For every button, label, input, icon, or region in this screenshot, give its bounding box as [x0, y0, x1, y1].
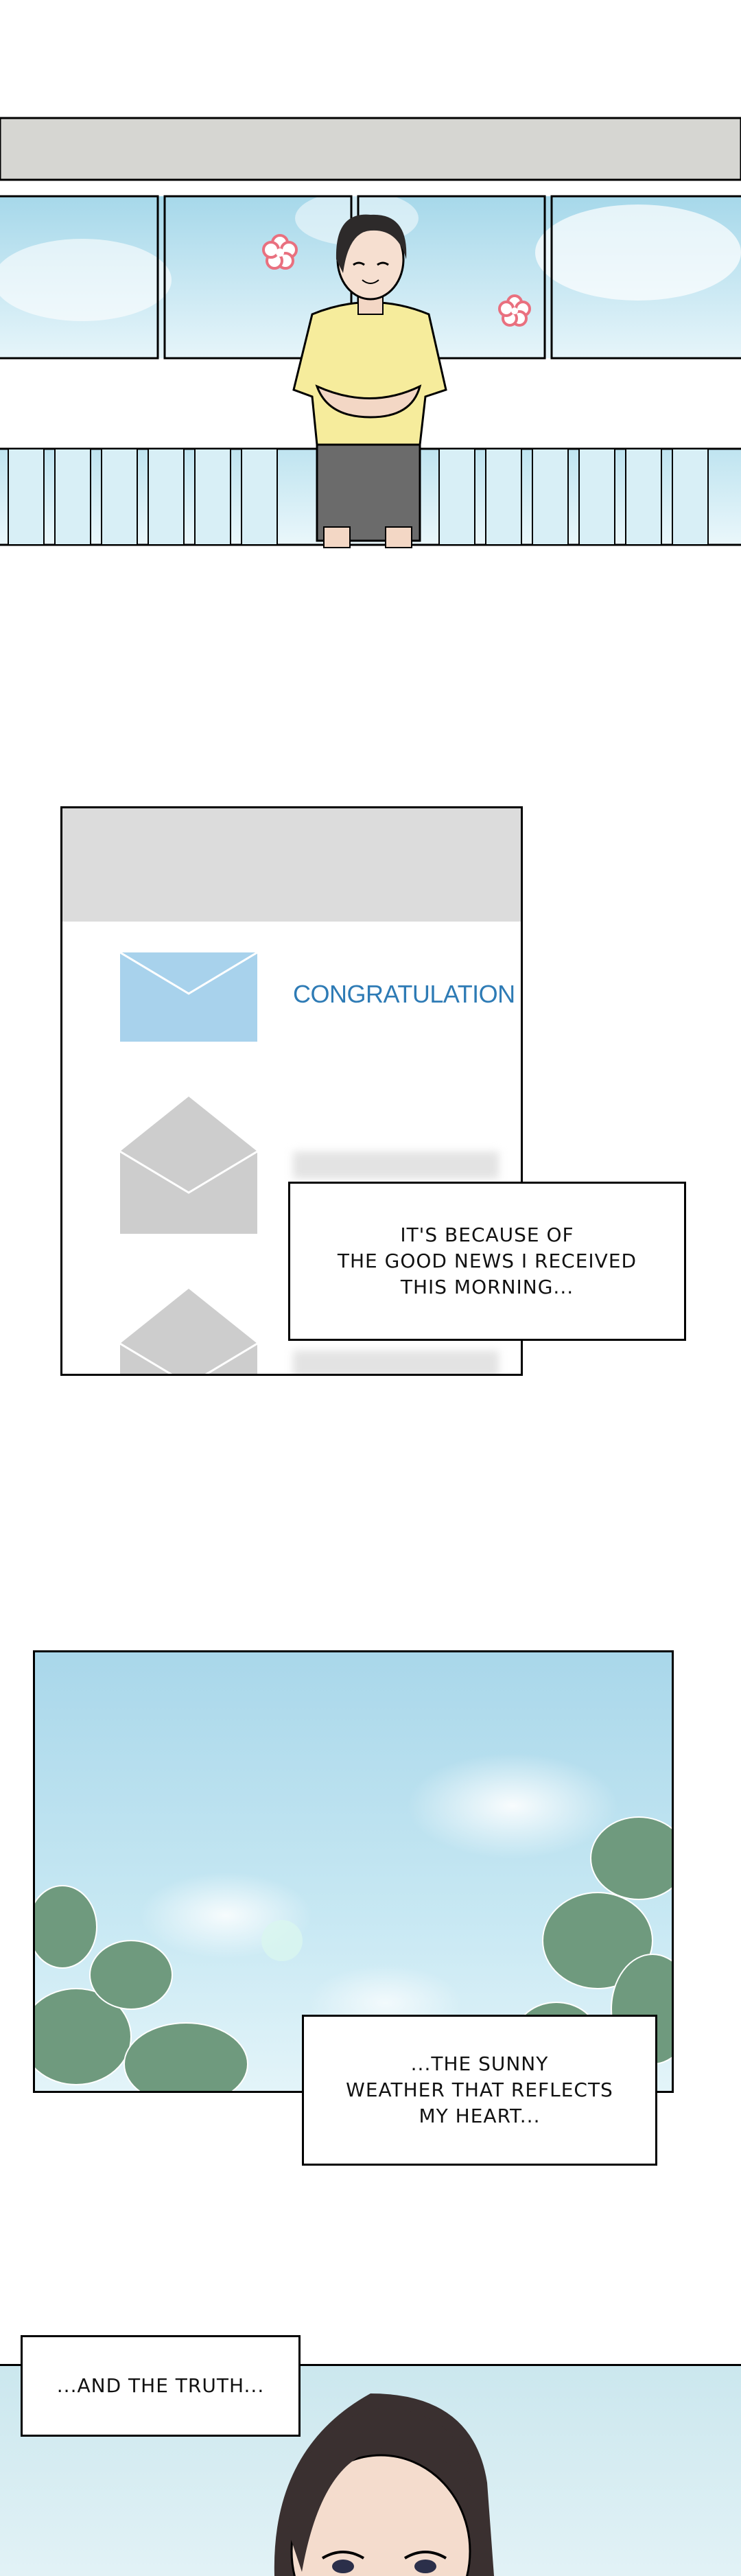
balcony-illustration [0, 117, 741, 548]
inbox-header-bar [62, 808, 521, 922]
blurred-label [293, 1151, 499, 1179]
caption-text: IT'S BECAUSE OF THE GOOD NEWS I RECEIVED… [337, 1223, 637, 1298]
caption-box: ...THE SUNNY WEATHER THAT REFLECTS MY HE… [302, 2015, 657, 2166]
inbox-item[interactable] [120, 1289, 518, 1374]
inbox-item[interactable]: CONGRATULATION [120, 952, 518, 1049]
caption-text: ...THE SUNNY WEATHER THAT REFLECTS MY HE… [346, 2052, 613, 2127]
envelope-icon [120, 952, 257, 1042]
flower-icon [498, 294, 531, 327]
caption-text: ...AND THE TRUTH... [56, 2374, 265, 2397]
balcony-panel [0, 115, 741, 568]
character-figure [292, 214, 447, 548]
envelope-icon [120, 1289, 257, 1374]
inbox-item-label: CONGRATULATION [293, 980, 515, 1008]
caption-box: IT'S BECAUSE OF THE GOOD NEWS I RECEIVED… [288, 1182, 686, 1341]
envelope-icon [120, 1097, 257, 1234]
caption-box: ...AND THE TRUTH... [21, 2335, 301, 2437]
inbox-item[interactable] [120, 1097, 518, 1234]
flower-icon [262, 234, 298, 270]
blurred-label [293, 1350, 499, 1374]
character-close-up [274, 2393, 494, 2576]
